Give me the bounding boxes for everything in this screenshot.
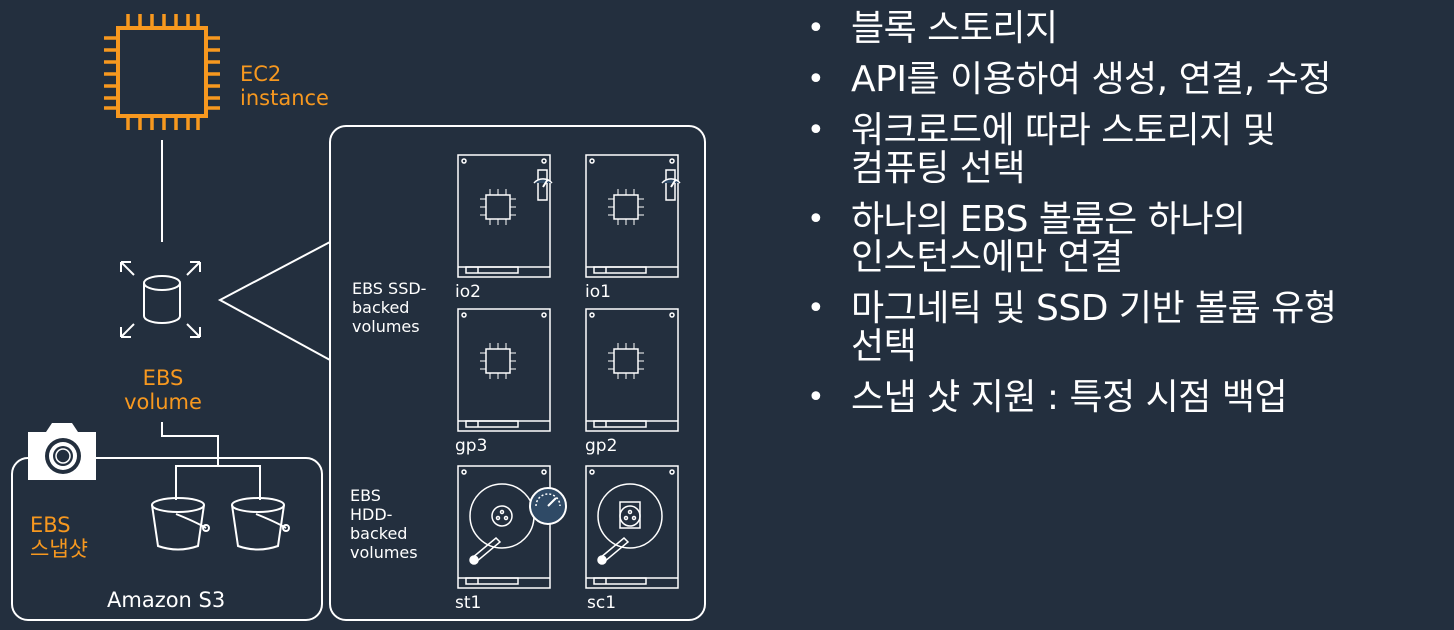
volume-label-io1: io1: [585, 282, 611, 302]
drive-sc1-icon: [586, 466, 678, 588]
bullet-line: 블록 스토리지: [851, 10, 1445, 48]
bullet-dot: •: [807, 10, 824, 48]
ebs-volume-label-line2: volume: [118, 390, 208, 414]
drive-io2-icon: [458, 155, 552, 277]
hdd-group-line4: volumes: [350, 543, 418, 562]
snapshot-label: EBS 스냅샷: [30, 513, 88, 561]
hdd-group-line1: EBS: [350, 486, 418, 505]
snapshot-label-line1: EBS: [30, 513, 88, 537]
feature-list: • 블록 스토리지 • API를 이용하여 생성, 연결, 수정 • 워크로드에…: [795, 10, 1445, 430]
volume-label-io2: io2: [455, 282, 481, 302]
camera-icon: [28, 423, 96, 480]
callout-pointer: [220, 242, 330, 360]
hdd-group-line2: HDD-: [350, 505, 418, 524]
bullet-line-2: 선택: [851, 328, 1445, 366]
volume-label-gp3: gp3: [455, 436, 487, 456]
bullet-line: 하나의 EBS 볼륨은 하나의: [851, 201, 1445, 239]
bullet-dot: •: [807, 201, 824, 239]
bullet-dot: •: [807, 61, 824, 99]
drive-gp2-icon: [586, 309, 678, 431]
bullet-dot: •: [807, 379, 824, 417]
ec2-label-line1: EC2: [240, 62, 329, 86]
bullet-dot: •: [807, 290, 824, 328]
ssd-group-line2: backed: [352, 298, 426, 317]
ssd-group-line3: volumes: [352, 317, 426, 336]
hdd-group-line3: backed: [350, 524, 418, 543]
ebs-s3-connector: [162, 422, 260, 500]
volume-label-st1: st1: [455, 593, 481, 613]
drive-st1-icon: [458, 466, 566, 588]
volume-label-sc1: sc1: [587, 593, 616, 613]
hdd-group-label: EBS HDD- backed volumes: [350, 486, 418, 562]
s3-label: Amazon S3: [107, 588, 225, 612]
ec2-label: EC2 instance: [240, 62, 329, 110]
bullet-item: • 스냅 샷 지원 : 특정 시점 백업: [795, 379, 1445, 417]
bullet-line-2: 인스턴스에만 연결: [851, 239, 1445, 277]
ebs-volume-icon: [121, 262, 200, 337]
bullet-item: • 워크로드에 따라 스토리지 및 컴퓨팅 선택: [795, 112, 1445, 188]
ssd-group-label: EBS SSD- backed volumes: [352, 279, 426, 336]
bullet-line: 마그네틱 및 SSD 기반 볼륨 유형: [851, 290, 1445, 328]
snapshot-label-line2: 스냅샷: [30, 537, 88, 561]
ec2-chip-icon: [104, 14, 220, 130]
bullet-item: • 블록 스토리지: [795, 10, 1445, 48]
bucket-icon: [152, 498, 209, 550]
drive-gp3-icon: [458, 309, 550, 431]
bullet-item: • 하나의 EBS 볼륨은 하나의 인스턴스에만 연결: [795, 201, 1445, 277]
bullet-line: API를 이용하여 생성, 연결, 수정: [851, 61, 1445, 99]
ec2-label-line2: instance: [240, 86, 329, 110]
bullet-item: • 마그네틱 및 SSD 기반 볼륨 유형 선택: [795, 290, 1445, 366]
bullet-line: 워크로드에 따라 스토리지 및: [851, 112, 1445, 150]
bullet-line-2: 컴퓨팅 선택: [851, 150, 1445, 188]
bullet-item: • API를 이용하여 생성, 연결, 수정: [795, 61, 1445, 99]
ebs-volume-label-line1: EBS: [118, 366, 208, 390]
volume-label-gp2: gp2: [585, 436, 617, 456]
drive-io1-icon: [586, 155, 680, 277]
ssd-group-line1: EBS SSD-: [352, 279, 426, 298]
bullet-dot: •: [807, 112, 824, 150]
bucket-icon: [232, 498, 289, 550]
ebs-volume-label: EBS volume: [118, 366, 208, 414]
bullet-line: 스냅 샷 지원 : 특정 시점 백업: [851, 379, 1445, 417]
